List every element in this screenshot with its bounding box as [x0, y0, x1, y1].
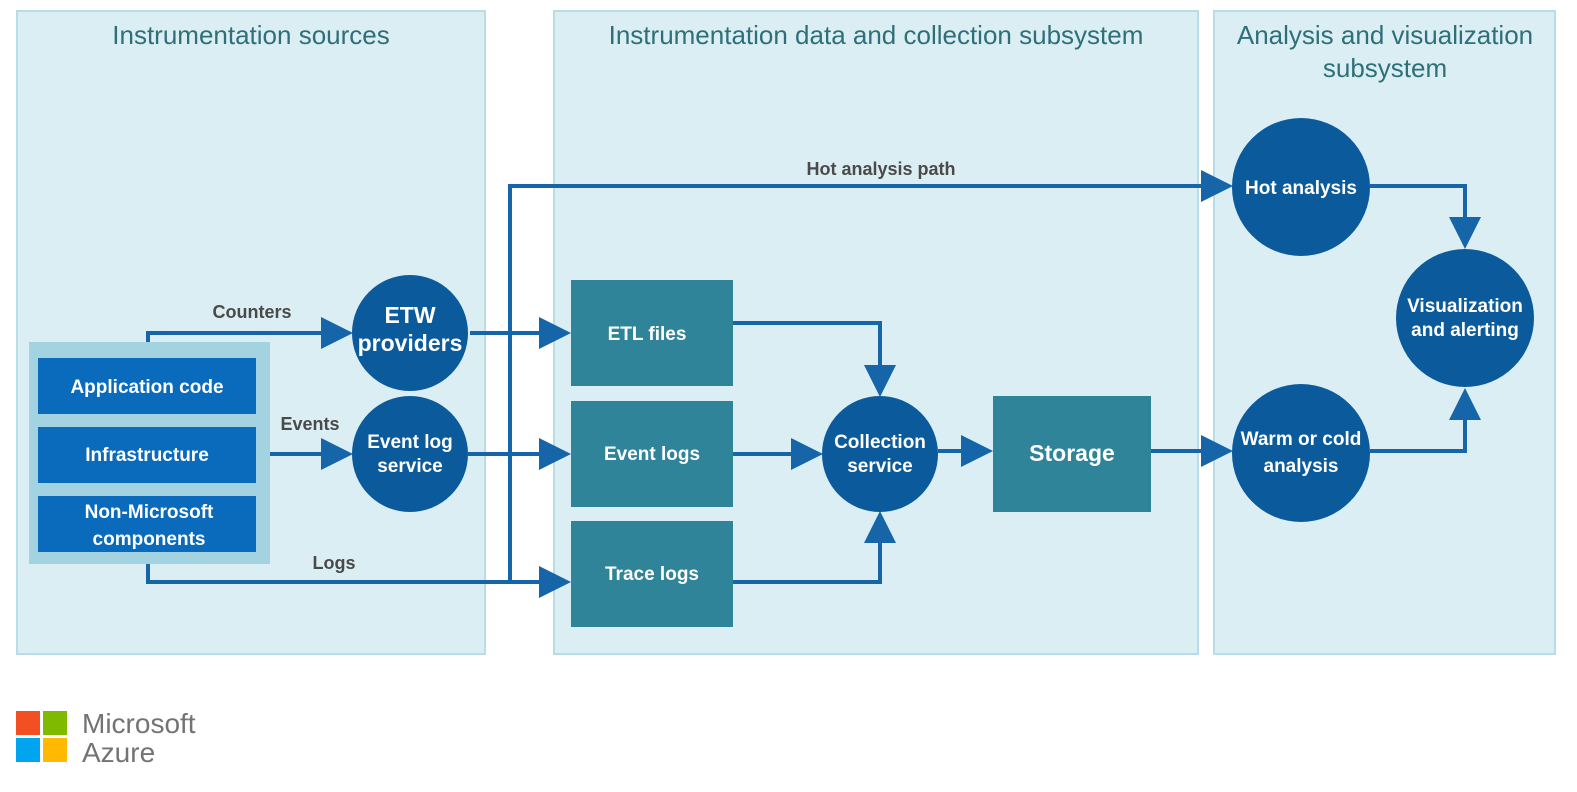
node-collection-service-label-2: service [847, 456, 913, 477]
logo-text-microsoft: Microsoft [82, 708, 196, 739]
node-etw-providers [352, 275, 468, 391]
source-non-microsoft [38, 496, 256, 552]
edge-label-events: Events [280, 414, 339, 434]
node-warm-cold-label-2: analysis [1264, 456, 1339, 477]
source-application-code [38, 358, 256, 414]
edge-label-logs: Logs [313, 553, 356, 573]
node-hot-analysis [1232, 118, 1370, 256]
node-visualization-alerting [1396, 249, 1534, 387]
panel-title-sources: Instrumentation sources [112, 20, 389, 50]
node-storage [993, 396, 1151, 512]
source-application-code-label: Application code [70, 377, 223, 398]
arrow-hot-to-visualization [1370, 184, 1481, 249]
node-etl-files [571, 280, 733, 386]
edge-label-hot-path: Hot analysis path [806, 159, 955, 179]
node-visualization-label-2: and alerting [1411, 320, 1519, 341]
node-warm-cold-analysis [1232, 384, 1370, 522]
node-event-logs [571, 401, 733, 507]
node-trace-logs-label: Trace logs [605, 564, 699, 585]
source-infrastructure [38, 427, 256, 483]
arrow-etl-to-collection [733, 321, 896, 397]
source-non-microsoft-label-1: Non-Microsoft [85, 502, 214, 523]
node-visualization-label-1: Visualization [1407, 296, 1523, 317]
panel-title-analysis-line2: subsystem [1323, 53, 1447, 83]
node-trace-logs [571, 521, 733, 627]
node-collection-service-label-1: Collection [834, 432, 926, 453]
node-collection-service [822, 396, 938, 512]
source-infrastructure-label: Infrastructure [85, 445, 209, 466]
arrow-tracelogs-to-collection [733, 511, 896, 584]
edge-label-counters: Counters [212, 302, 291, 322]
node-event-log-service-label-1: Event log [367, 432, 453, 453]
node-event-log-service [352, 396, 468, 512]
arrow-counters [146, 317, 353, 349]
arrow-hot-analysis-path [508, 170, 1233, 582]
source-non-microsoft-label-2: components [93, 529, 206, 550]
arrow-warm-to-visualization [1370, 388, 1481, 453]
node-etl-files-label: ETL files [608, 324, 687, 345]
node-storage-label: Storage [1029, 440, 1115, 466]
node-warm-cold-label-1: Warm or cold [1241, 429, 1362, 450]
microsoft-logo-icon [16, 711, 67, 762]
logo-text-azure: Azure [82, 737, 155, 768]
node-event-logs-label: Event logs [604, 444, 700, 465]
panel-title-analysis-line1: Analysis and visualization [1237, 20, 1533, 50]
node-hot-analysis-label: Hot analysis [1245, 178, 1357, 199]
panel-title-collection: Instrumentation data and collection subs… [609, 20, 1144, 50]
node-etw-label-1: ETW [384, 302, 435, 328]
arrow-logs [146, 564, 571, 598]
node-event-log-service-label-2: service [377, 456, 443, 477]
node-etw-label-2: providers [358, 330, 463, 356]
